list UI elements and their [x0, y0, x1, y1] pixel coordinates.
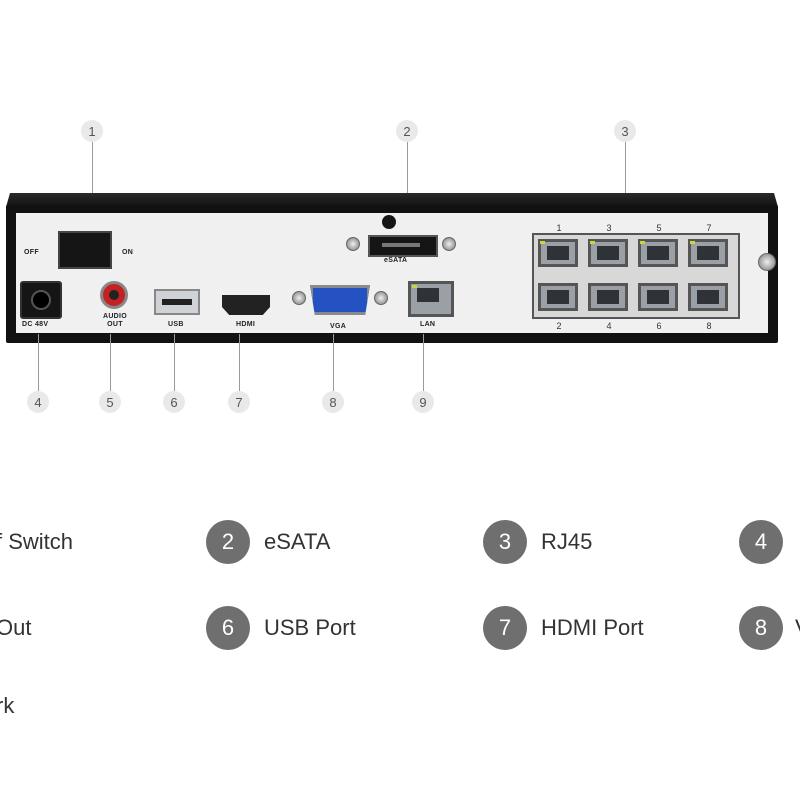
leader-line-2 [407, 142, 408, 238]
legend-item: rk [0, 684, 14, 728]
legend-text: Out [0, 615, 32, 640]
leader-line-5 [110, 334, 111, 391]
audio-label-line2: OUT [107, 321, 123, 328]
rear-panel-face: OFF ON eSATA DC 48V AUDIO OUT USB HDMI V… [16, 213, 768, 333]
leader-line-8 [333, 334, 334, 391]
power-switch[interactable] [58, 231, 112, 269]
screw-icon [292, 291, 306, 305]
legend-text: rk [0, 693, 15, 718]
legend-item: 4 [739, 520, 783, 564]
usb-port[interactable] [154, 289, 200, 315]
screw-icon [346, 237, 360, 251]
ground-screw-icon [758, 253, 776, 271]
legend-text: USB Port [264, 615, 356, 640]
poe-port-number: 7 [706, 223, 712, 233]
leader-line-9 [423, 334, 424, 391]
legend-text: V [795, 615, 800, 641]
nvr-device: OFF ON eSATA DC 48V AUDIO OUT USB HDMI V… [6, 193, 778, 343]
legend-number-badge: 4 [739, 520, 783, 564]
poe-led [590, 241, 595, 244]
callout-5: 5 [99, 391, 121, 413]
legend-number-badge: 2 [206, 520, 250, 564]
legend-item: Out [0, 606, 31, 650]
legend-text: RJ45 [541, 529, 593, 554]
legend-number-badge: 8 [739, 606, 783, 650]
legend-item: 2 eSATA [206, 520, 330, 564]
audio-out-label: AUDIO OUT [100, 313, 130, 329]
lan-led [412, 285, 417, 288]
vga-label: VGA [330, 323, 347, 330]
audio-label-line1: AUDIO [102, 313, 128, 320]
poe-port-number: 3 [606, 223, 612, 233]
legend-item: 6 USB Port [206, 606, 356, 650]
usb-label: USB [168, 321, 184, 328]
poe-led [690, 241, 695, 244]
poe-led [540, 241, 545, 244]
legend-text: f Switch [0, 529, 74, 554]
ground-screw-icon [382, 215, 396, 229]
esata-label: eSATA [384, 257, 408, 264]
chassis-top [6, 193, 778, 207]
poe-led [640, 241, 645, 244]
callout-9: 9 [412, 391, 434, 413]
callout-1: 1 [81, 120, 103, 142]
poe-port-number: 6 [656, 321, 662, 331]
legend-number-badge: 7 [483, 606, 527, 650]
legend-number-badge: 6 [206, 606, 250, 650]
poe-port-2[interactable] [538, 283, 578, 311]
esata-slot [382, 243, 420, 247]
legend-item: 8 V [739, 606, 800, 650]
poe-port-1[interactable] [538, 239, 578, 267]
poe-port-number: 1 [556, 223, 562, 233]
poe-port-number: 8 [706, 321, 712, 331]
legend-item: f Switch [0, 520, 73, 564]
on-label: ON [122, 249, 134, 256]
callout-7: 7 [228, 391, 250, 413]
callout-3: 3 [614, 120, 636, 142]
audio-jack-hole [109, 290, 119, 300]
leader-line-3 [625, 142, 626, 232]
hdmi-label: HDMI [236, 321, 256, 328]
screw-icon [442, 237, 456, 251]
poe-port-6[interactable] [638, 283, 678, 311]
off-label: OFF [24, 249, 39, 256]
legend-item: 7 HDMI Port [483, 606, 644, 650]
leader-line-7 [239, 334, 240, 391]
callout-8: 8 [322, 391, 344, 413]
legend-text: HDMI Port [541, 615, 644, 640]
legend-item: 3 RJ45 [483, 520, 592, 564]
poe-port-number: 4 [606, 321, 612, 331]
screw-icon [374, 291, 388, 305]
hdmi-port[interactable] [222, 295, 270, 315]
vga-port[interactable] [310, 285, 370, 315]
poe-port-4[interactable] [588, 283, 628, 311]
legend-number-badge: 3 [483, 520, 527, 564]
dc-label: DC 48V [22, 321, 49, 328]
leader-line-1 [92, 142, 93, 238]
callout-4: 4 [27, 391, 49, 413]
callout-6: 6 [163, 391, 185, 413]
leader-line-6 [174, 334, 175, 391]
poe-port-8[interactable] [688, 283, 728, 311]
lan-label: LAN [420, 321, 436, 328]
poe-port-number: 2 [556, 321, 562, 331]
callout-2: 2 [396, 120, 418, 142]
dc-jack-hole [31, 290, 51, 310]
poe-port-number: 5 [656, 223, 662, 233]
poe-port-3[interactable] [588, 239, 628, 267]
legend-text: eSATA [264, 529, 331, 554]
leader-line-4 [38, 334, 39, 391]
